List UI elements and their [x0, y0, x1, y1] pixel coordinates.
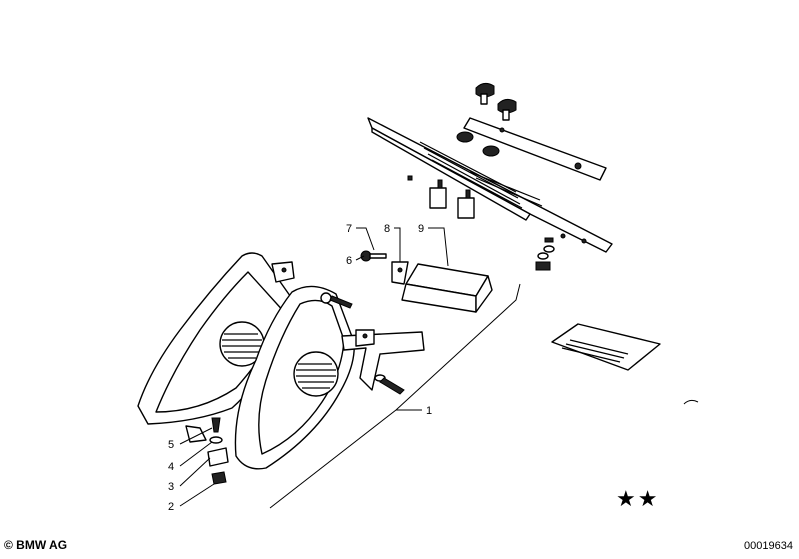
parcel-shelf [367, 117, 613, 253]
speaker-grille-icon [219, 321, 265, 367]
leader-5 [179, 427, 213, 445]
clip-icon [271, 261, 295, 283]
leader-2 [179, 483, 215, 507]
speaker-grille-icon [293, 351, 339, 397]
callout-7: 7 [346, 223, 352, 235]
relay-icon [457, 189, 475, 219]
leader-6 [355, 255, 365, 261]
bracket-icon [391, 261, 409, 285]
screw-icon [211, 417, 221, 433]
copyright-label: © BMW AG [4, 538, 68, 552]
dot-icon [407, 175, 413, 181]
washer-icon [209, 436, 223, 444]
leader-8 [394, 227, 401, 262]
support-strip [463, 117, 607, 181]
leader-7 [356, 227, 375, 251]
star-rating-mark: ★★ [616, 486, 660, 511]
grommet-icon [456, 131, 474, 143]
callout-1: 1 [426, 405, 432, 417]
callout-8: 8 [384, 223, 390, 235]
callout-3: 3 [168, 481, 174, 493]
screw-icon [374, 374, 405, 395]
knob-icon [475, 82, 495, 105]
shelf-bracket [401, 263, 493, 313]
leader-9 [428, 227, 449, 267]
diagram-code: 00019634 [744, 540, 793, 552]
callout-2: 2 [168, 501, 174, 513]
nut-icon [211, 471, 227, 485]
bolt-icon [360, 250, 387, 262]
mat [551, 323, 661, 371]
leader-4 [179, 441, 213, 467]
leader-3 [179, 457, 211, 487]
callout-4: 4 [168, 461, 174, 473]
grommet-icon [482, 145, 500, 157]
fastener-stack [535, 237, 555, 271]
arc-mark [683, 399, 699, 405]
relay-icon [429, 179, 447, 209]
callout-5: 5 [168, 439, 174, 451]
group-leader [269, 283, 521, 509]
speaker-cover-right [234, 285, 425, 470]
screw-icon [320, 292, 353, 309]
bracket-icon [207, 447, 229, 467]
knob-icon [497, 98, 517, 121]
callout-9: 9 [418, 223, 424, 235]
clip-icon [355, 329, 375, 347]
callout-6: 6 [346, 255, 352, 267]
